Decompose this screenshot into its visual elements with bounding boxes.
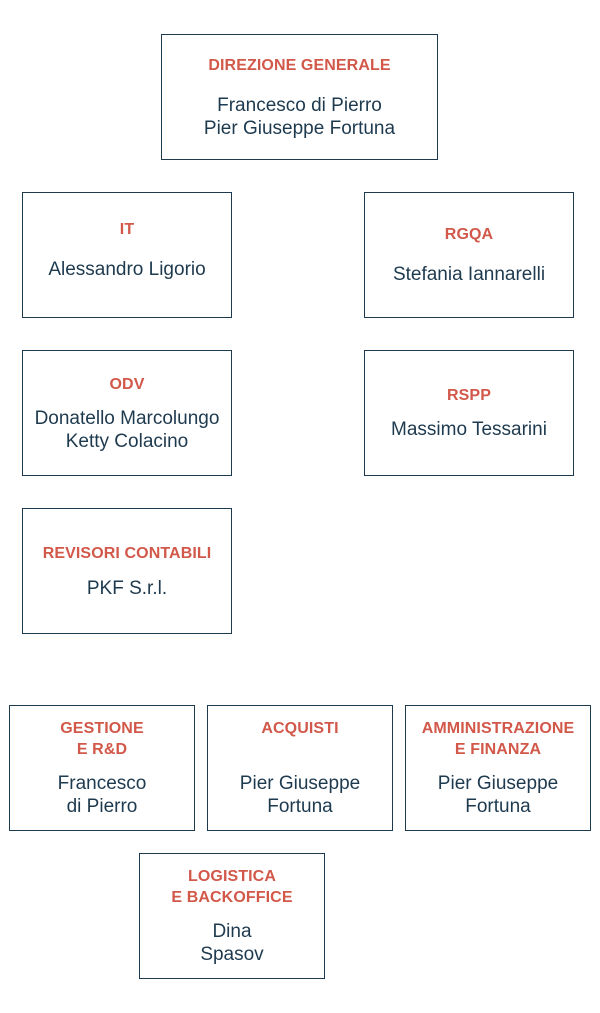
title-line: ODV: [109, 375, 145, 393]
box-title: RGQA: [445, 224, 493, 245]
box-it: IT Alessandro Ligorio: [22, 192, 232, 318]
box-names: Dina Spasov: [200, 920, 263, 966]
title-line: RGQA: [444, 226, 494, 243]
box-names: Francesco di Pierro Pier Giuseppe Fortun…: [204, 94, 395, 140]
name-line: PKF S.r.l.: [86, 577, 168, 599]
name-line: Stefania Iannarelli: [392, 264, 546, 285]
box-gestione-rd: GESTIONE E R&D Francesco di Pierro: [9, 705, 195, 831]
box-title: LOGISTICA E BACKOFFICE: [171, 866, 292, 908]
name-line: Massimo Tessarini: [391, 419, 547, 440]
name-line: Spasov: [200, 944, 264, 965]
box-names: Massimo Tessarini: [391, 418, 547, 441]
box-logistica-backoffice: LOGISTICA E BACKOFFICE Dina Spasov: [139, 853, 325, 979]
box-direzione-generale: DIREZIONE GENERALE Francesco di Pierro P…: [161, 34, 438, 160]
box-rspp: RSPP Massimo Tessarini: [364, 350, 574, 476]
title-line: ACQUISTI: [261, 720, 339, 737]
box-title: DIREZIONE GENERALE: [208, 55, 390, 76]
box-amministrazione-finanza: AMMINISTRAZIONE E FINANZA Pier Giuseppe …: [405, 705, 591, 831]
box-names: PKF S.r.l.: [87, 577, 167, 600]
box-title: ODV: [110, 374, 145, 395]
name-line: Pier Giuseppe Fortuna: [203, 117, 396, 139]
box-revisori-contabili: REVISORI CONTABILI PKF S.r.l.: [22, 508, 232, 634]
name-line: Francesco di Pierro: [217, 94, 382, 116]
title-line: E FINANZA: [454, 741, 542, 758]
box-names: Pier Giuseppe Fortuna: [240, 772, 360, 818]
name-line: Pier Giuseppe: [437, 773, 559, 794]
name-line: Francesco: [57, 773, 147, 794]
title-line: E BACKOFFICE: [171, 889, 293, 906]
name-line: Ketty Colacino: [65, 430, 189, 452]
box-title: REVISORI CONTABILI: [43, 543, 212, 564]
box-names: Francesco di Pierro: [58, 772, 147, 818]
title-line: DIREZIONE GENERALE: [208, 56, 391, 74]
box-names: Stefania Iannarelli: [393, 263, 545, 286]
box-names: Pier Giuseppe Fortuna: [438, 772, 558, 818]
name-line: Fortuna: [465, 796, 531, 817]
name-line: Alessandro Ligorio: [48, 259, 206, 280]
box-title: ACQUISTI: [261, 718, 338, 760]
title-line: IT: [119, 221, 135, 238]
title-line: LOGISTICA: [187, 868, 276, 885]
title-line: REVISORI CONTABILI: [42, 544, 212, 562]
title-line: GESTIONE: [60, 720, 144, 737]
box-names: Donatello Marcolungo Ketty Colacino: [35, 407, 220, 453]
name-line: Dina: [212, 921, 252, 942]
box-title: RSPP: [447, 385, 491, 406]
box-title: GESTIONE E R&D: [60, 718, 143, 760]
box-acquisti: ACQUISTI Pier Giuseppe Fortuna: [207, 705, 393, 831]
name-line: Donatello Marcolungo: [34, 407, 220, 429]
name-line: Fortuna: [267, 796, 333, 817]
box-rgqa: RGQA Stefania Iannarelli: [364, 192, 574, 318]
box-title: AMMINISTRAZIONE E FINANZA: [422, 718, 575, 760]
title-line: [261, 739, 338, 760]
name-line: Pier Giuseppe: [239, 773, 361, 794]
box-odv: ODV Donatello Marcolungo Ketty Colacino: [22, 350, 232, 476]
title-line: RSPP: [447, 387, 491, 404]
name-line: di Pierro: [66, 796, 138, 817]
box-names: Alessandro Ligorio: [48, 258, 205, 281]
title-line: E R&D: [76, 741, 128, 758]
title-line: AMMINISTRAZIONE: [421, 720, 575, 737]
box-title: IT: [120, 219, 134, 240]
